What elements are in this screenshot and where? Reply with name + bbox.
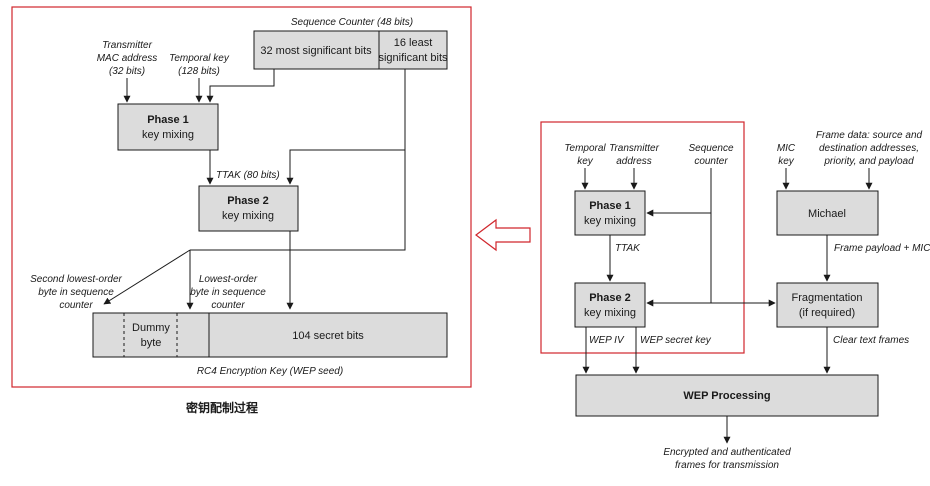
r-michael-label: Michael — [808, 208, 846, 220]
r-mic-key-2: key — [778, 156, 795, 167]
phase2-sub: key mixing — [222, 210, 274, 222]
r-tx-addr-1: Transmitter — [609, 143, 659, 154]
seq-32-label: 32 most significant bits — [260, 45, 372, 57]
seq-16-label-1: 16 least — [394, 37, 433, 49]
r-phase2-title: Phase 2 — [589, 292, 631, 304]
right-frame — [540, 121, 745, 354]
phase1-title: Phase 1 — [147, 114, 189, 126]
arrow-seq32-phase1 — [206, 69, 275, 103]
r-phase2-box — [574, 282, 646, 328]
r-frag-box — [776, 282, 879, 328]
r-frame-data-3: priority, and payload — [823, 156, 914, 167]
lowest-label-1: Lowest-order — [199, 274, 258, 285]
r-wep-processing-label: WEP Processing — [683, 390, 770, 402]
second-lowest-label-3: counter — [59, 300, 93, 311]
rc4-caption: RC4 Encryption Key (WEP seed) — [197, 366, 343, 377]
right-diagram: Temporal key Transmitter address Sequenc… — [540, 121, 930, 471]
temporal-key-label-2: (128 bits) — [178, 66, 220, 77]
r-temporal-key-2: key — [577, 156, 594, 167]
r-phase1-sub: key mixing — [584, 215, 636, 227]
rc4-key-bar — [92, 312, 448, 358]
r-frag-label-2: (if required) — [799, 307, 855, 319]
phase1-sub: key mixing — [142, 129, 194, 141]
r-temporal-key-1: Temporal — [564, 143, 606, 154]
phase1-box — [117, 103, 219, 151]
arrow-second-lowest — [103, 249, 191, 305]
r-clear-text-label: Clear text frames — [833, 335, 909, 346]
tx-mac-label-1: Transmitter — [102, 40, 152, 51]
r-frame-payload-label: Frame payload + MIC — [834, 243, 930, 254]
r-frame-data-2: destination addresses, — [819, 143, 919, 154]
r-output-label-1: Encrypted and authenticated — [663, 447, 791, 458]
left-diagram: Sequence Counter (48 bits) 32 most signi… — [11, 6, 472, 388]
temporal-key-label-1: Temporal key — [169, 53, 230, 64]
ttak-label: TTAK (80 bits) — [216, 170, 280, 181]
r-seq-1: Sequence — [688, 143, 733, 154]
figure-caption: 密钥配制过程 — [186, 400, 258, 415]
r-seq-2: counter — [694, 156, 728, 167]
r-output-label-2: frames for transmission — [675, 460, 779, 471]
r-phase1-title: Phase 1 — [589, 200, 631, 212]
arrow-seq16-down — [190, 150, 406, 251]
r-michael-box — [776, 190, 879, 236]
hollow-left-arrow-icon — [475, 218, 531, 252]
lowest-label-3: counter — [211, 300, 245, 311]
arrow-seq16-phase2 — [286, 69, 406, 185]
r-wep-secret-label: WEP secret key — [640, 335, 712, 346]
dummy-label-2: byte — [141, 337, 162, 349]
lowest-label-2: byte in sequence — [190, 287, 266, 298]
phase2-box — [198, 185, 299, 232]
seq-counter-title: Sequence Counter (48 bits) — [291, 17, 413, 28]
seq-32-box — [253, 30, 380, 70]
secret-bits-label: 104 secret bits — [292, 330, 364, 342]
r-frag-label-1: Fragmentation — [792, 292, 863, 304]
left-frame — [11, 6, 472, 388]
r-wep-iv-label: WEP IV — [589, 335, 625, 346]
r-phase2-sub: key mixing — [584, 307, 636, 319]
second-lowest-label-1: Second lowest-order — [30, 274, 122, 285]
r-tx-addr-2: address — [616, 156, 652, 167]
r-mic-key-1: MIC — [777, 143, 796, 154]
dummy-label-1: Dummy — [132, 322, 170, 334]
seq-16-label-2: significant bits — [378, 52, 448, 64]
second-lowest-label-2: byte in sequence — [38, 287, 114, 298]
r-phase1-box — [574, 190, 646, 236]
tx-mac-label-3: (32 bits) — [109, 66, 145, 77]
phase2-title: Phase 2 — [227, 195, 269, 207]
tx-mac-label-2: MAC address — [97, 53, 158, 64]
seq-16-box — [378, 30, 448, 70]
r-frame-data-1: Frame data: source and — [816, 130, 923, 141]
r-ttak-label: TTAK — [615, 243, 641, 254]
